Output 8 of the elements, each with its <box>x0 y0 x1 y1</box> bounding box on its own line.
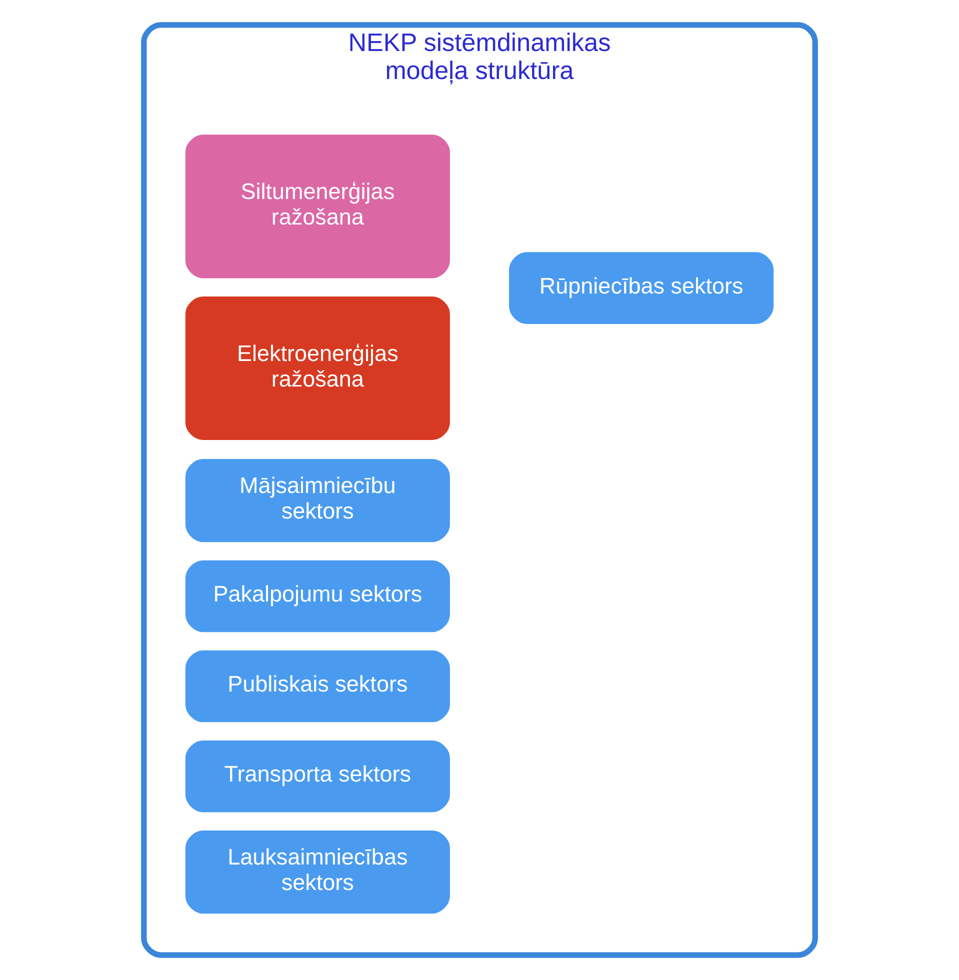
node-box: Elektroenerģijas ražošana <box>185 296 450 440</box>
node-box: Lauksaimniecības sektors <box>185 830 450 914</box>
node-box: Siltumenerģijas ražošana <box>185 134 450 278</box>
node-box: Rūpniecības sektors <box>509 252 774 324</box>
node-box: Transporta sektors <box>185 740 450 812</box>
node-box: Publiskais sektors <box>185 650 450 722</box>
node-box: Pakalpojumu sektors <box>185 560 450 632</box>
node-box: Mājsaimniecību sektors <box>185 459 450 542</box>
